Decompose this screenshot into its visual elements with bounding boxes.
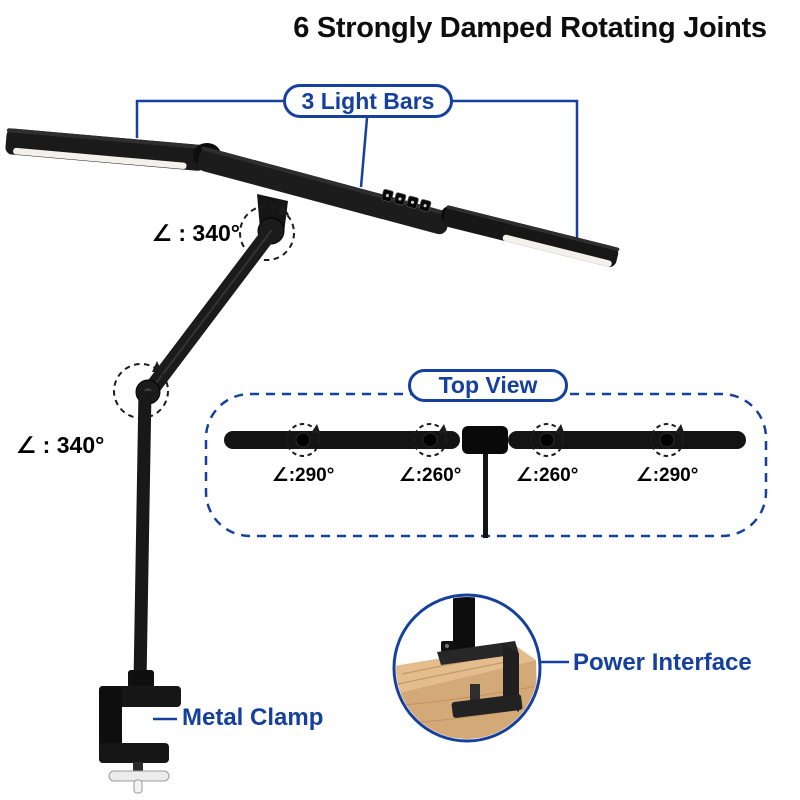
upper-arm-highlight: [149, 230, 272, 392]
lamp-illustration: [5, 128, 620, 794]
top-view-joints: [295, 432, 675, 448]
power-interface-inset: [392, 593, 569, 743]
inset-pole: [453, 597, 475, 652]
power-connector: [441, 641, 454, 652]
top-view-pole-line: [483, 454, 488, 538]
rotation-arrow-icon: [278, 204, 289, 215]
desk-clamp: [99, 670, 181, 794]
page-title: 6 Strongly Damped Rotating Joints: [293, 12, 767, 44]
head-joint-angle-label: ∠ : 340°: [151, 220, 240, 246]
light-bars-callout: 3 Light Bars: [283, 84, 453, 118]
light-bars-callout-text: 3 Light Bars: [301, 87, 435, 114]
right-light-bar: [443, 205, 620, 267]
power-interface-label: Power Interface: [573, 649, 752, 676]
top-view-center-mount: [462, 426, 508, 454]
left-led-strip: [13, 147, 187, 170]
right-led-strip: [502, 234, 612, 267]
head-joint-rotation-circle: [239, 204, 295, 261]
control-buttons: [381, 189, 432, 213]
metal-clamp-label: Metal Clamp: [182, 704, 324, 731]
top-view-angle-label-4: ∠:290°: [635, 465, 699, 486]
elbow-joint-angle-label: ∠ : 340°: [15, 432, 105, 458]
top-view-panel: [204, 392, 768, 538]
top-view-angle-label-2: ∠:260°: [398, 465, 462, 486]
inset-wood-desk: [396, 646, 538, 739]
left-light-bar: [5, 128, 207, 171]
top-view-left-bar: [224, 431, 460, 449]
inset-clamp: [437, 641, 523, 718]
top-view-right-bar: [508, 431, 746, 449]
top-view-rotation-circles: [286, 423, 684, 457]
top-view-rotation-arrows: [311, 424, 685, 435]
top-view-angle-label-1: ∠:290°: [271, 465, 335, 486]
top-view-callout-text: Top View: [438, 372, 538, 398]
top-view-callout: Top View: [408, 369, 568, 402]
lower-pole: [133, 390, 152, 683]
light-bars-callout-lines: [135, 99, 579, 240]
rotation-arrow-icon: [152, 361, 162, 372]
top-view-angle-label-3: ∠:260°: [515, 465, 579, 486]
